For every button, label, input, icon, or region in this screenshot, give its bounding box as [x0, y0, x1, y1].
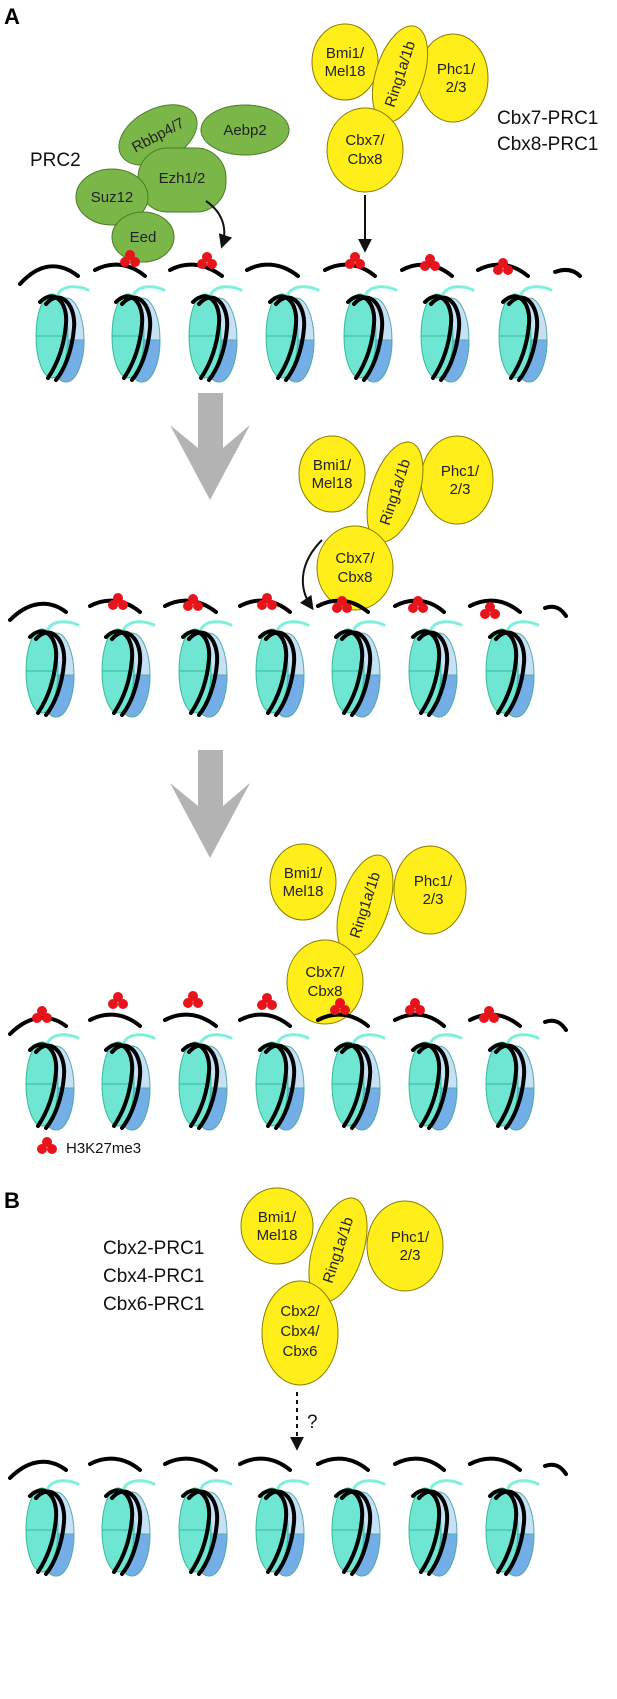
cbx6-prc1-label: Cbx6-PRC1 — [103, 1294, 204, 1315]
phc-label-4: 2/3 — [450, 481, 471, 498]
phc-label-6: 2/3 — [423, 891, 444, 908]
cbx7-prc1-label: Cbx7-PRC1 — [497, 108, 598, 129]
phc-label-8: 2/3 — [400, 1247, 421, 1264]
cbx78-prc1-complex-1: Bmi1/ Mel18 Phc1/ 2/3 Ring1a/1b Cbx7/ Cb… — [311, 23, 489, 193]
prc2-complex: PRC2 Rbbp4/7 Aebp2 Ezh1/2 Suz12 Eed — [30, 104, 290, 263]
cbx-label-1a: Cbx7/ — [345, 132, 385, 149]
h3k27me3-marks-a1 — [120, 250, 513, 275]
suz-label: Suz12 — [91, 189, 134, 206]
phc-label-7: Phc1/ — [391, 1229, 430, 1246]
cbx8-prc1-label: Cbx8-PRC1 — [497, 134, 598, 155]
phc-label-5: Phc1/ — [414, 873, 453, 890]
legend-label: H3K27me3 — [66, 1140, 141, 1157]
suz-subunit — [75, 168, 149, 226]
bmi-label-1: Bmi1/ — [326, 45, 365, 62]
legend-mark-icon — [37, 1137, 57, 1154]
mel-label-4: Mel18 — [257, 1227, 298, 1244]
cbx78-prc1-complex-3: Bmi1/ Mel18 Phc1/ 2/3 Ring1a/1b Cbx7/ Cb… — [269, 843, 467, 1025]
eed-label: Eed — [130, 229, 157, 246]
cbx78-prc1-complex-2: Bmi1/ Mel18 Phc1/ 2/3 Ring1a/1b Cbx7/ Cb… — [298, 435, 494, 611]
cbx2-prc1-label: Cbx2-PRC1 — [103, 1238, 204, 1259]
cbx4-prc1-label: Cbx4-PRC1 — [103, 1266, 204, 1287]
cbx-label-3b: Cbx8 — [307, 983, 342, 1000]
panel-b-label: B — [4, 1188, 20, 1213]
eed-subunit — [111, 211, 175, 263]
prc2-label: PRC2 — [30, 150, 81, 171]
ezh-label: Ezh1/2 — [159, 170, 206, 187]
phc-label-3: Phc1/ — [441, 463, 480, 480]
phc-label-1: Phc1/ — [437, 61, 476, 78]
cbx-label-4c: Cbx6 — [282, 1343, 317, 1360]
bmi-label-2: Bmi1/ — [313, 457, 352, 474]
prc1-arrow-2 — [299, 539, 323, 611]
phc-label-2: 2/3 — [446, 79, 467, 96]
prc2-arrow — [205, 200, 233, 249]
cbx-label-2a: Cbx7/ — [335, 550, 375, 567]
bmi-label-3: Bmi1/ — [284, 865, 323, 882]
question-mark: ? — [307, 1412, 318, 1433]
bmi-label-4: Bmi1/ — [258, 1209, 297, 1226]
cbx-label-1b: Cbx8 — [347, 151, 382, 168]
chromatin-fiber-a3 — [8, 1012, 568, 1132]
cbx-label-4a: Cbx2/ — [280, 1303, 320, 1320]
cbx-label-2b: Cbx8 — [337, 569, 372, 586]
mel-label-2: Mel18 — [312, 475, 353, 492]
cbx-label-4b: Cbx4/ — [280, 1323, 320, 1340]
aebp-subunit — [200, 104, 290, 156]
mel-label-3: Mel18 — [283, 883, 324, 900]
phc-subunit — [417, 33, 489, 123]
cbx-label-3a: Cbx7/ — [305, 964, 345, 981]
flow-arrow-1 — [170, 393, 250, 500]
chromatin-fiber-b — [8, 1456, 568, 1578]
cbx-subunit — [326, 107, 404, 193]
legend: H3K27me3 — [37, 1137, 141, 1157]
chromatin-fiber-a1 — [18, 262, 582, 384]
flow-arrow-2 — [170, 750, 250, 858]
mel-label-1: Mel18 — [325, 63, 366, 80]
aebp-label: Aebp2 — [223, 122, 266, 139]
panel-a-label: A — [4, 4, 20, 29]
cbx246-prc1-complex: Bmi1/ Mel18 Phc1/ 2/3 Ring1a/1b Cbx2/ Cb… — [240, 1187, 444, 1386]
bmi-subunit — [311, 23, 379, 101]
